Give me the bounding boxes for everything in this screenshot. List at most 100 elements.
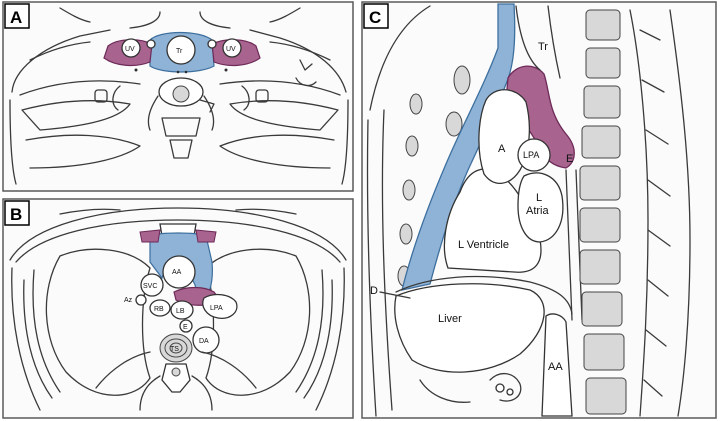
panel-b-svc-vessel <box>140 273 164 297</box>
panel-c-esophagus-tube <box>565 169 583 321</box>
panel-c-left-atrium <box>517 172 564 243</box>
panel-b-vertebra-ring-2 <box>169 342 183 354</box>
panel-a-line-2 <box>269 41 331 61</box>
panel-c-label-l-atria-2: Atria <box>526 205 550 217</box>
panel-c-label-a: A <box>498 143 506 155</box>
panel-a-clavicle-right <box>219 80 341 96</box>
panel-b-chest-wall-top <box>9 207 347 261</box>
panel-c-liver <box>394 283 545 373</box>
panel-c-label-l-ventricle: L Ventricle <box>458 239 509 251</box>
panel-a-line-5 <box>59 7 91 23</box>
panel-c-label-d: D <box>370 285 378 297</box>
panel-a-nerve <box>199 99 215 113</box>
panel-a-dot-4 <box>184 70 188 74</box>
panel-b-label-ts: TS <box>170 346 179 353</box>
panel-c-label-lpa: LPA <box>523 150 539 160</box>
panel-b-aa-vessel <box>162 255 196 289</box>
panel-a-letter: A <box>10 8 22 27</box>
panel-b-label-aa: AA <box>172 269 182 276</box>
panel-a-line-1 <box>29 41 91 61</box>
panel-c-label-liver: Liver <box>438 313 462 325</box>
panel-b-label-rb: RB <box>154 306 164 313</box>
panel-a-ribs-head <box>112 85 250 111</box>
panel-c-label-aa: AA <box>548 361 563 373</box>
panel-a-muscle-right <box>229 99 339 131</box>
panel-c-abdominal-aorta <box>541 313 573 417</box>
panel-b-label-lb: LB <box>176 308 185 315</box>
panel-c-bowel <box>419 373 522 403</box>
panel-b-spinal-canal <box>171 367 181 377</box>
panel-b-esophagus <box>179 319 193 333</box>
panel-b-label-da: DA <box>199 338 209 345</box>
panel-c-aorta <box>478 89 530 184</box>
panel-b-rib-l1 <box>23 279 53 399</box>
panel-a-side-right <box>341 99 349 185</box>
panel-b-rib-l2 <box>32 269 61 393</box>
panel-b-label-az: Az <box>124 297 133 304</box>
panel-c-label-l-atria-1: L <box>536 192 542 204</box>
panel-b-spinal-arch <box>161 363 191 393</box>
panel-a-trachea <box>166 35 196 65</box>
panel-b-label-e: E <box>183 324 188 331</box>
panel-a-node-r <box>255 89 269 103</box>
panel-b-wall-right <box>315 267 345 411</box>
panel-b-vertebra-ring-1 <box>164 338 188 358</box>
panel-a-scapula-left <box>25 134 141 169</box>
panel-b-lpa-vessel <box>202 293 238 319</box>
panel-c-letter-box <box>363 3 389 29</box>
panel-c-bowel-loop-1 <box>495 383 505 393</box>
panel-b-letter-box <box>4 200 30 226</box>
panel-a-side-left <box>9 99 17 185</box>
panel-a: UV Tr UV A <box>2 1 354 192</box>
panel-b-rib-r1 <box>303 279 333 399</box>
panel-a-clavicle-left <box>19 80 141 96</box>
panel-a-small-vessel-r <box>207 39 217 49</box>
panel-b-rib-r2 <box>295 269 324 393</box>
panel-c-diaphragm <box>395 275 573 315</box>
panel-b-letter: B <box>10 205 22 224</box>
panel-a-node-l <box>94 89 108 103</box>
panel-a-label-uv-left: UV <box>125 46 135 53</box>
panel-a-muscle-left <box>21 99 131 131</box>
panel-a-dot-2 <box>224 68 228 72</box>
panel-a-contour-right <box>249 29 347 93</box>
panel-c-lpa-vessel <box>517 138 551 172</box>
panel-b-back-muscle <box>139 375 213 411</box>
panel-b-purple-front-right <box>195 229 217 243</box>
panel-c-trachea-front <box>515 5 541 71</box>
panel-a-scapula-right <box>219 134 335 169</box>
panel-b-lung-left <box>205 248 311 396</box>
panel-b-lb-bronchus <box>170 300 194 320</box>
panel-a-small-vessel-l <box>146 39 156 49</box>
panel-a-label-uv-right: UV <box>226 46 236 53</box>
panel-c-spine <box>579 9 691 417</box>
panel-a-vertebra-processes <box>147 95 215 131</box>
panel-b-purple-front-left <box>139 229 161 243</box>
panel-b-wall-left <box>11 267 41 411</box>
panel-b-lung-right <box>45 248 151 396</box>
panel-a-spinal-canal <box>172 85 190 103</box>
panel-b-chest-wall-inner <box>15 219 341 263</box>
panel-a-uv-right-vessel <box>222 38 242 58</box>
panel-a-spinous <box>169 139 193 159</box>
panel-c-bowel-loop-2 <box>506 388 514 396</box>
panel-a-lamina <box>161 117 201 137</box>
panel-c-label-tr: Tr <box>538 41 548 53</box>
panel-c-wall-front <box>366 119 377 417</box>
panel-b: AA SVC Az RB LB LPA E TS DA B <box>2 198 354 419</box>
panel-c-wall-outer <box>369 5 431 111</box>
panel-a-right-detail <box>295 59 317 87</box>
panel-c-wall-inner <box>381 109 393 411</box>
panel-b-label-lpa: LPA <box>210 305 223 312</box>
panel-c-label-e: E <box>566 153 573 165</box>
panel-a-uv-left-vessel <box>121 38 141 58</box>
panel-b-rb-bronchus <box>149 299 171 317</box>
panel-c-d-pointer <box>379 291 411 299</box>
panel-c-letter: C <box>369 8 381 27</box>
panel-c: Tr A LPA E L Atria L Ventricle D Liver A… <box>361 1 717 419</box>
panel-a-line-3 <box>199 11 231 29</box>
panel-a-line-4 <box>129 11 161 29</box>
panel-c-trachea-back <box>547 5 561 79</box>
panel-b-vertebral-body <box>159 333 193 363</box>
panel-a-letter-box <box>4 3 30 29</box>
